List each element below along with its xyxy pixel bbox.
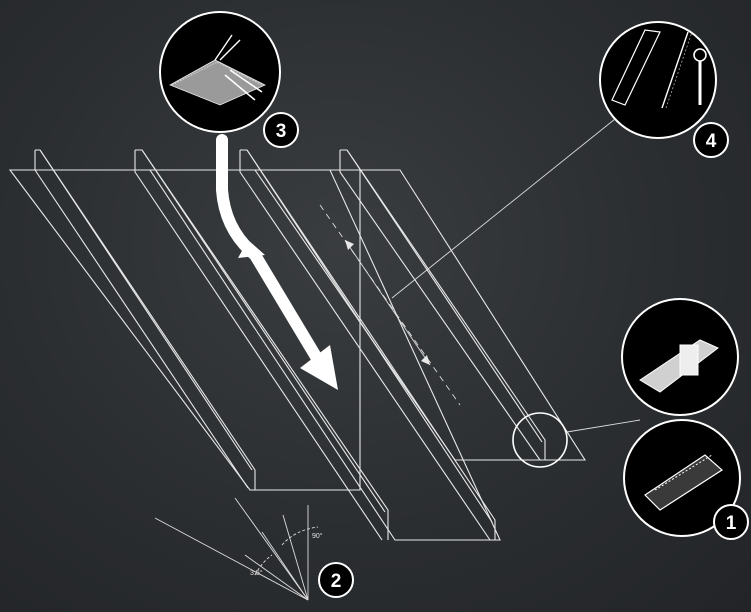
arrow-head-up	[345, 240, 354, 250]
callout-3: 3	[160, 12, 298, 147]
standing-seam-3	[240, 150, 495, 540]
angle-35-label: 3.5°	[250, 569, 263, 577]
callout-2-angles: 90° 3.5° 2	[155, 498, 353, 600]
callout-1-number: 1	[726, 513, 737, 534]
callout-2-number: 2	[331, 571, 342, 592]
roof-panels	[10, 150, 585, 540]
standing-seam-2	[135, 150, 388, 540]
callout-4-number: 4	[706, 131, 717, 152]
panel-right	[255, 170, 585, 460]
seaming-direction-arrows	[320, 205, 460, 405]
callout-3-number: 3	[276, 121, 287, 142]
panel-left	[10, 170, 360, 490]
angle-90-label: 90°	[312, 532, 323, 540]
callout-1: 1	[513, 299, 748, 539]
standing-seam-4	[340, 150, 545, 460]
seam-highlight-circle	[513, 413, 567, 467]
callout-4: 4	[392, 22, 728, 298]
